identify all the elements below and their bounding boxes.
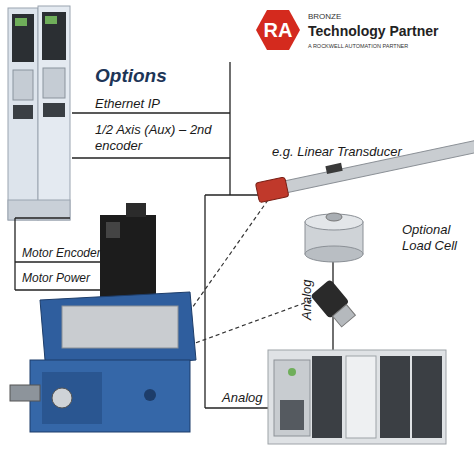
partner-logo-hexagon: RA — [256, 10, 300, 50]
linear-transducer — [255, 134, 474, 203]
signal-label: Analog — [299, 280, 315, 320]
option-label: Ethernet IP — [95, 96, 160, 112]
partner-tier: BRONZE — [308, 12, 341, 22]
partner-title: Technology Partner — [308, 23, 438, 41]
servo-actuator — [10, 203, 196, 432]
cable-label: Motor Encoder — [22, 246, 101, 261]
load-cell — [305, 213, 363, 262]
option-label: 1/2 Axis (Aux) – 2nd encoder — [95, 122, 215, 155]
signal-label: Analog — [222, 390, 262, 406]
pressure-sensor — [310, 279, 358, 329]
device-label: Optional Load Cell — [402, 222, 466, 255]
partner-subtitle: A ROCKWELL AUTOMATION PARTNER — [308, 43, 408, 50]
dashed-leaders — [185, 200, 318, 345]
cable-label: Motor Power — [22, 271, 90, 286]
servo-drives — [8, 6, 70, 220]
logo-text: RA — [256, 10, 300, 50]
plc-controller — [268, 350, 446, 444]
section-heading: Options — [95, 64, 167, 88]
device-label: e.g. Linear Transducer — [272, 144, 402, 160]
